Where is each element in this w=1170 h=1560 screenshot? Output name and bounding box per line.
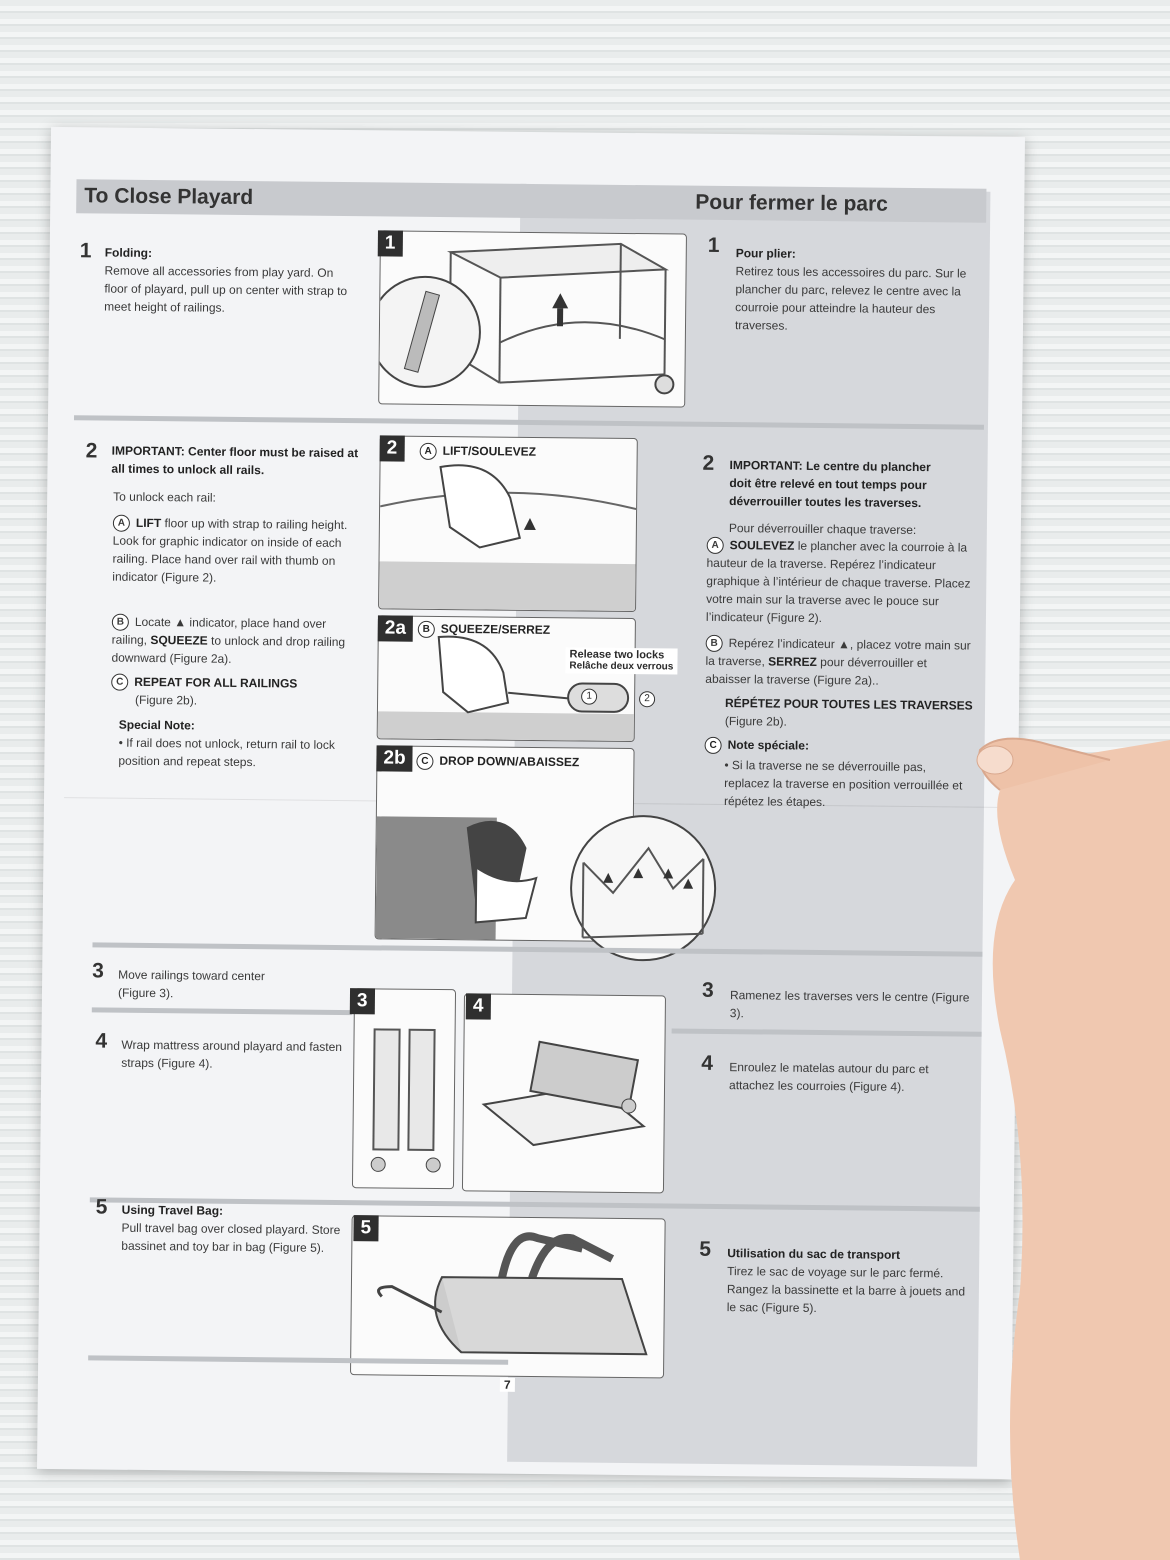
- figure-1-playard-illustration: [378, 242, 675, 395]
- step-4-body-fr: Enroulez le matelas autour du parc et at…: [728, 1060, 929, 1094]
- lock-2-badge: 2: [639, 691, 656, 708]
- step-2-important-en: IMPORTANT: Center floor must be raised a…: [111, 443, 359, 478]
- step-1-body-fr: Retirez tous les accessoires du parc. Su…: [734, 264, 967, 333]
- up-arrow-icon: [552, 293, 569, 309]
- figure-2: [378, 435, 638, 613]
- figure-5-tag: 5: [353, 1215, 379, 1242]
- title-en: To Close Playard: [84, 184, 254, 210]
- letter-a-badge: A: [112, 514, 130, 533]
- divider-3-en: [91, 1007, 352, 1016]
- special-note-fr: • Si la traverse ne se déverrouille pas,…: [723, 758, 963, 810]
- step-2a-bold-fr: SOULEVEZ: [729, 538, 795, 553]
- figure-2b-caption-text: DROP DOWN/ABAISSEZ: [439, 753, 580, 770]
- figure-2-caption-text: LIFT/SOULEVEZ: [442, 443, 537, 459]
- step-1-number-en: 1: [79, 239, 92, 263]
- callout-en: Release two locks: [569, 648, 665, 662]
- special-note-heading-fr-text: Note spéciale:: [727, 737, 810, 753]
- step-3-number-fr: 3: [701, 978, 714, 1002]
- step-2c-bold-fr: RÉPÉTEZ POUR TOUTES LES TRAVERSES: [724, 696, 973, 713]
- step-1-heading-en: Folding:: [104, 245, 153, 261]
- step-1-number-fr: 1: [707, 233, 720, 257]
- figure-2a-letter: B: [417, 620, 435, 638]
- up-arrow-icon: [523, 517, 536, 531]
- figure-2a-caption: B SQUEEZE/SERREZ: [417, 620, 551, 639]
- figure-2b-tag: 2b: [376, 745, 413, 772]
- step-2b-bold-fr: SERREZ: [768, 654, 817, 670]
- figure-4-wrap-mattress-illustration: [481, 1040, 646, 1147]
- lock-housing: [567, 682, 630, 713]
- step-2a-bold-en: LIFT: [135, 515, 162, 531]
- step-5-heading-fr: Utilisation du sac de transport: [727, 1246, 901, 1262]
- release-locks-callout: Release two locks Relâche deux verrous: [565, 647, 678, 675]
- step-2c-post-fr: (Figure 2b).: [724, 714, 787, 729]
- figure-2b-caption: C DROP DOWN/ABAISSEZ: [416, 752, 580, 772]
- step-2b-pre-en: Locate: [134, 614, 171, 630]
- step-5-heading-en: Using Travel Bag:: [121, 1202, 224, 1218]
- special-note-en: • If rail does not unlock, return rail t…: [118, 735, 335, 770]
- letter-b-badge: B: [111, 613, 129, 632]
- page-number: 7: [499, 1377, 515, 1392]
- figure-2a-tag: 2a: [377, 615, 414, 642]
- step-3-body-en: Move railings toward center (Figure 3).: [117, 967, 265, 1001]
- step-2c-post-en: (Figure 2b).: [134, 693, 198, 708]
- callout-fr: Relâche deux verrous: [569, 660, 674, 673]
- figure-2b-inset-playard: [570, 815, 717, 962]
- step-2b-bold-en: SQUEEZE: [150, 633, 208, 648]
- step-4-number-fr: 4: [701, 1051, 714, 1075]
- step-1-body-en: Remove all accessories from play yard. O…: [104, 263, 348, 315]
- figure-3-tag: 3: [349, 988, 375, 1015]
- step-2-important-fr: IMPORTANT: Le centre du plancher doit êt…: [729, 458, 931, 511]
- title-fr: Pour fermer le parc: [695, 190, 889, 216]
- special-note-heading-fr: C Note spéciale:: [704, 736, 810, 755]
- hand-holding-paper: [976, 730, 1170, 1560]
- step-2-number-fr: 2: [702, 451, 715, 475]
- triangle-indicator-icon-fr: ▲: [838, 637, 851, 652]
- figure-4: [461, 993, 666, 1194]
- figure-5: [349, 1215, 666, 1379]
- step-5-body-fr: Tirez le sac de voyage sur le parc fermé…: [726, 1264, 966, 1316]
- figure-1: [378, 230, 687, 408]
- figure-3: [351, 988, 457, 1190]
- figure-5-travel-bag-illustration: [377, 1232, 648, 1356]
- figure-2-letter: A: [419, 442, 437, 460]
- figure-2b: [374, 745, 635, 943]
- letter-a-badge-fr: A: [706, 537, 724, 555]
- figure-4-tag: 4: [465, 993, 491, 1020]
- letter-c-badge: C: [111, 673, 129, 692]
- figure-2-caption: A LIFT/SOULEVEZ: [419, 442, 537, 461]
- letter-b-badge-fr: B: [705, 635, 723, 653]
- step-2b-pre-fr: Repérez l’indicateur: [728, 636, 835, 652]
- step-2-intro-en: To unlock each rail:: [113, 489, 216, 505]
- lock-1-badge: 1: [581, 688, 598, 705]
- figure-2a-caption-text: SQUEEZE/SERREZ: [440, 621, 551, 637]
- triangle-indicator-icon: ▲: [174, 615, 187, 630]
- figure-2b-drop-illustration: [375, 816, 538, 940]
- instruction-sheet: To Close Playard Pour fermer le parc 1 F…: [37, 126, 1025, 1480]
- step-3-body-fr: Ramenez les traverses vers le centre (Fi…: [729, 988, 970, 1021]
- figure-2-tag: 2: [379, 435, 405, 462]
- step-3-number-en: 3: [92, 959, 105, 983]
- step-2c-en: C REPEAT FOR ALL RAILINGS (Figure 2b).: [111, 673, 361, 712]
- step-5-number-en: 5: [95, 1195, 108, 1219]
- step-1-heading-fr: Pour plier:: [735, 246, 796, 261]
- special-note-heading-en: Special Note:: [118, 717, 195, 733]
- figure-2b-letter: C: [416, 752, 434, 770]
- figure-3-folded-rails-illustration: [370, 1028, 441, 1173]
- step-5-body-en: Pull travel bag over closed playard. Sto…: [121, 1220, 341, 1255]
- figure-2-lift-illustration: [379, 464, 637, 612]
- step-2c-fr: RÉPÉTEZ POUR TOUTES LES TRAVERSES(Figure…: [725, 694, 975, 733]
- letter-c-badge-fr: C: [704, 736, 722, 754]
- step-2-number-en: 2: [85, 439, 98, 463]
- step-5-number-fr: 5: [699, 1237, 712, 1261]
- step-4-body-en: Wrap mattress around playard and fasten …: [121, 1037, 343, 1071]
- step-4-number-en: 4: [95, 1029, 108, 1053]
- figure-1-tag: 1: [377, 230, 403, 257]
- step-2c-bold-en: REPEAT FOR ALL RAILINGS: [134, 674, 298, 691]
